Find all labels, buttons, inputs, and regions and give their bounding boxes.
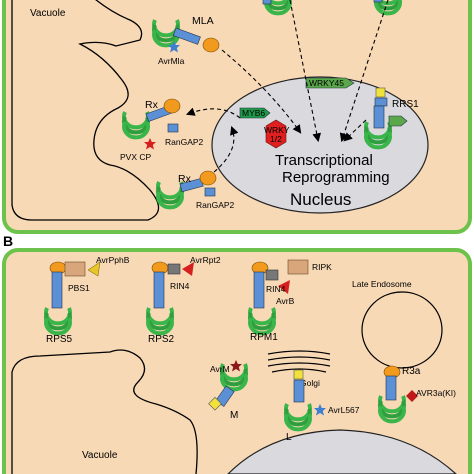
- rx-receptor-1: [122, 98, 181, 140]
- panel-a: Vacuole Nucleus Transcriptional Reprogra…: [2, 0, 472, 234]
- m-receptor: [208, 360, 248, 411]
- rx-label-2: Rx: [178, 173, 192, 185]
- rx-label-1: Rx: [145, 99, 159, 111]
- svg-text:MYB6: MYB6: [242, 108, 265, 118]
- panel-b-nucleus-edge: [227, 429, 457, 474]
- rangap2-label-2: RanGAP2: [196, 200, 235, 210]
- l-receptor: [284, 369, 326, 432]
- myb6-tf: MYB6: [239, 107, 271, 119]
- golgi: [267, 350, 331, 373]
- rps2-receptor: [146, 261, 194, 336]
- nucleus-label: Nucleus: [290, 190, 351, 209]
- avrm-label: AvrM: [210, 364, 230, 374]
- rin4-label-1: RIN4: [170, 281, 190, 291]
- process-line-1: Transcriptional: [275, 152, 373, 169]
- process-line-2: Reprogramming: [282, 169, 390, 186]
- rangap2-label-1: RanGAP2: [165, 137, 204, 147]
- r3a-receptor: [378, 365, 418, 424]
- rrs1-receptor: [364, 87, 408, 150]
- avr3a-label: AVR3a(KI): [416, 388, 456, 398]
- panel-b-cell: [2, 248, 472, 474]
- late-endosome: [361, 291, 443, 369]
- golgi-label: Golgi: [300, 378, 320, 388]
- avrrpt2-label: AvrRpt2: [190, 255, 221, 265]
- pvx-cp-label: PVX CP: [120, 152, 152, 162]
- vacuole-label-a: Vacuole: [30, 8, 66, 19]
- avrb-label: AvrB: [276, 296, 295, 306]
- vacuole-label-b: Vacuole: [82, 450, 118, 461]
- rps5-label: RPS5: [46, 334, 73, 345]
- signaling-arrows: [185, 0, 389, 173]
- wrky12-tf: WRKY 1/2: [264, 119, 290, 149]
- panel-b-vacuole-outline: [11, 349, 198, 474]
- svg-text:1/2: 1/2: [270, 134, 282, 144]
- pbs1-label: PBS1: [68, 283, 90, 293]
- ripk-label: RIPK: [312, 262, 332, 272]
- rin4-label-2: RIN4: [266, 284, 286, 294]
- rrs1-label: RRS1: [392, 99, 419, 110]
- rpm1-receptor: [248, 259, 309, 336]
- top-receptor-1: [262, 0, 292, 16]
- mla-label: MLA: [192, 15, 214, 27]
- top-receptor-2: [373, 0, 402, 16]
- rps5-receptor: [44, 261, 101, 336]
- panel-b: B Vacuole Late Endosome Golgi AvrPphB PB…: [2, 233, 472, 474]
- svg-text:WRKY: WRKY: [264, 125, 290, 135]
- wrky45-tf: WRKY45: [305, 77, 355, 89]
- avrpphb-label: AvrPphB: [96, 255, 130, 265]
- rx-receptor-2: [156, 170, 217, 210]
- rpm1-label: RPM1: [250, 332, 278, 343]
- rps2-label: RPS2: [148, 334, 175, 345]
- late-endosome-label: Late Endosome: [352, 279, 412, 289]
- m-label: M: [230, 410, 238, 421]
- panel-b-label: B: [3, 233, 13, 249]
- panel-a-vacuole-outline: [11, 0, 160, 221]
- svg-text:WRKY45: WRKY45: [309, 78, 344, 88]
- r3a-label: R3a: [402, 366, 421, 377]
- mla-receptor: [152, 18, 220, 53]
- avrmla-label: AvrMla: [158, 56, 185, 66]
- avrl567-label: AvrL567: [328, 405, 360, 415]
- l-label: L: [286, 432, 292, 443]
